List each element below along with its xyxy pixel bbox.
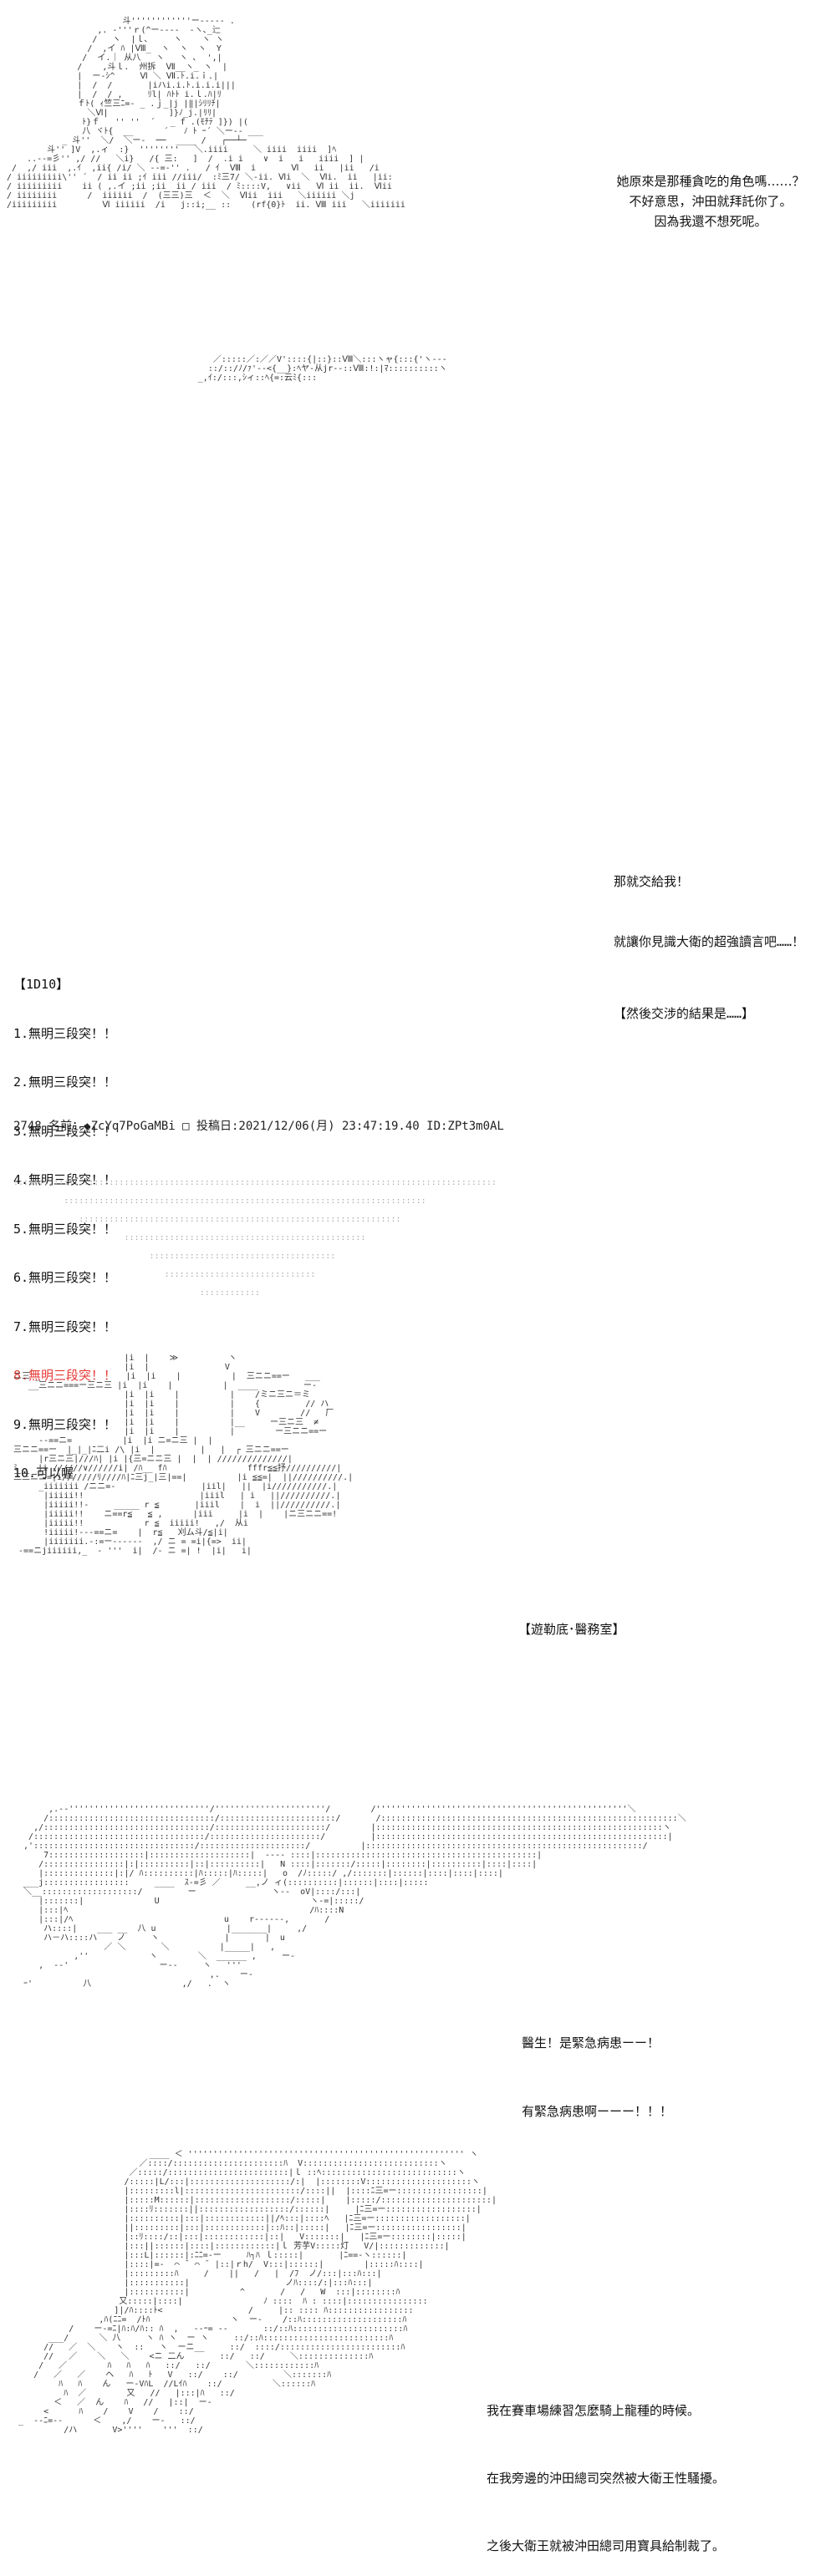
panel2-dialog: 那就交給我！ 就讓你見識大衛的超強讀言吧……！ 【然後交涉的結果是……】 bbox=[614, 831, 836, 1044]
vote-header: 【1D10】 bbox=[13, 977, 69, 992]
location-caption: 【遊勒底･醫務室】 bbox=[518, 1622, 625, 1637]
vote-item: 2.無明三段突！！ bbox=[13, 1075, 117, 1090]
dialog-line: 我在賽車場練習怎麼騎上龍種的時候。 bbox=[487, 2403, 701, 2418]
dotted-transition-block: ::::::::::::::::::::::::::::::::::::::::… bbox=[13, 1178, 497, 1298]
vote-list: 【1D10】 1.無明三段突！！ 2.無明三段突！！ 3.無明三段突！！ 4.無… bbox=[13, 944, 116, 1498]
vote-item: 7.無明三段突！！ bbox=[13, 1318, 117, 1334]
panel4-dialog: 醫生！是緊急病患ーー！ 有緊急病患啊ーーー！！！ bbox=[522, 1993, 789, 2142]
ascii-art-infirmary-door: |i | ≫ ヽ |i | V ニ三 _ |i |i | | 三ニニ==ー __… bbox=[13, 1354, 354, 1556]
vote-item: 1.無明三段突！！ bbox=[13, 1025, 117, 1041]
panel1-dialog: 她原來是那種貪吃的角色嗎……？ 不好意思，沖田就拜託你了。 因為我還不想死呢。 bbox=[585, 171, 836, 231]
dialog-line: 在我旁邊的沖田總司突然被大衛王性騷擾。 bbox=[487, 2471, 726, 2486]
vote-item-highlighted: 8.無明三段突！！ bbox=[13, 1368, 117, 1383]
post-header: 2748 名前：◆ZcYq7PoGaMBi □ 投稿日:2021/12/06(月… bbox=[13, 1120, 504, 1133]
ascii-art-character-on-vehicle: ／:::::／:／／V'::::{|::}::Ⅷ＼:::ヽャ{:::{'ヽ‐--… bbox=[7, 355, 804, 2553]
vote-item: 10.可以喔 bbox=[13, 1466, 74, 1481]
dialog-line: 不好意思，沖田就拜託你了。 bbox=[629, 194, 793, 209]
ascii-art-carried-character: ____ ＜ '''''''''''''''''''''''''''''''''… bbox=[18, 2150, 497, 2435]
dialog-line: 那就交給我！ bbox=[614, 874, 690, 889]
vote-item: 6.無明三段突！！ bbox=[13, 1270, 117, 1285]
ascii-art-character-shouting: ,.-‐''''''''''''''''''''''''''''/'''''''… bbox=[23, 1805, 686, 1989]
vote-item: 5.無明三段突！！ bbox=[13, 1221, 117, 1237]
vote-item: 9.無明三段突！！ bbox=[13, 1416, 117, 1432]
vote-item: 4.無明三段突！！ bbox=[13, 1172, 117, 1187]
dialog-line: 她原來是那種貪吃的角色嗎……？ bbox=[616, 174, 805, 189]
panel3-location: 【遊勒底･醫務室】 bbox=[518, 1579, 769, 1659]
dialog-line: 有緊急病患啊ーーー！！！ bbox=[522, 2104, 673, 2119]
dialog-line: 就讓你見識大衛的超強讀言吧……！ bbox=[614, 934, 805, 949]
dialog-line: 因為我還不想死呢。 bbox=[654, 214, 767, 229]
dialog-line: 【然後交涉的結果是……】 bbox=[614, 1006, 755, 1021]
vote-item: 3.無明三段突！！ bbox=[13, 1123, 117, 1139]
panel5-dialog: 我在賽車場練習怎麼騎上龍種的時候。 在我旁邊的沖田總司突然被大衛王性騷擾。 之後… bbox=[487, 2360, 836, 2576]
ascii-art-character-group: 斗''''''''''''ー‐---- . ,. -'''ｒ(^ー---- -ヽ… bbox=[7, 17, 405, 210]
dialog-line: 醫生！是緊急病患ーー！ bbox=[522, 2035, 660, 2050]
dialog-line: 之後大衛王就被沖田總司用寶具給制裁了。 bbox=[487, 2538, 726, 2553]
